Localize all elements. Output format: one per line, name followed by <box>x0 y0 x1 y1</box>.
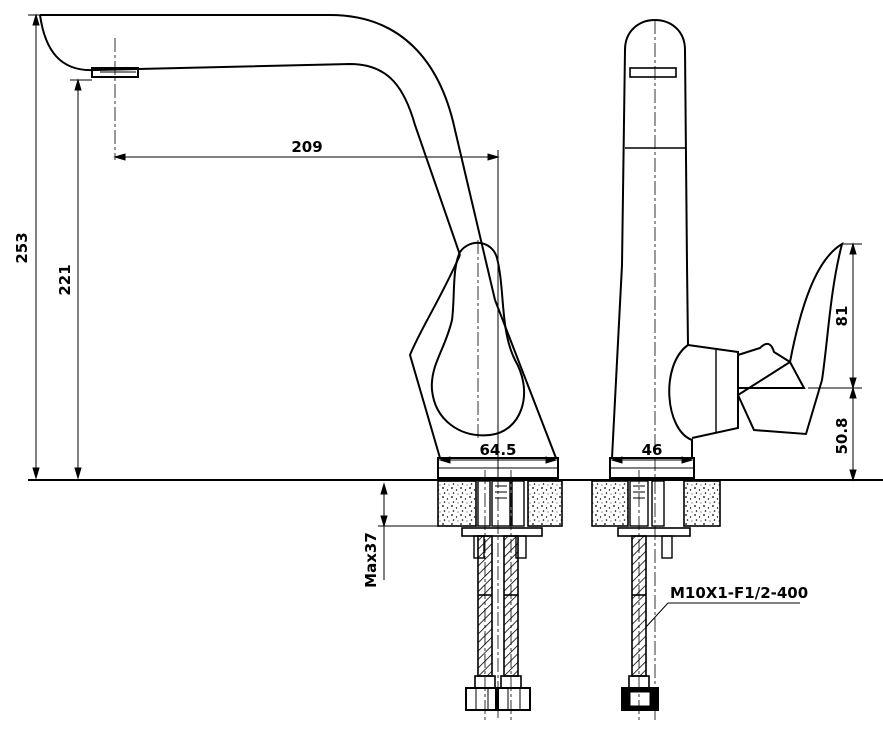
counter-slab-right <box>527 480 563 527</box>
dim-base-width-side: 64.5 <box>479 441 516 459</box>
dim-handle-height: 81 <box>833 306 851 327</box>
body-left-edge <box>408 254 461 459</box>
front-view <box>578 19 883 711</box>
mounting-plate-side <box>461 527 543 537</box>
front-dimensions <box>610 242 862 628</box>
mounting-plate-front <box>617 527 691 537</box>
counter-slab-front-left <box>591 480 629 527</box>
spout-body <box>42 15 556 458</box>
spout-bottom-contour <box>39 14 461 256</box>
spout-top-contour <box>40 14 496 301</box>
dim-handle-base-height: 50.8 <box>833 417 851 454</box>
dim-spout-height: 221 <box>56 264 74 295</box>
dim-spout-reach: 209 <box>291 138 322 156</box>
dim-base-width-front: 46 <box>642 441 663 459</box>
side-dimension-labels: 253 221 209 64.5 Max37 <box>13 138 517 588</box>
hose-spec-label: M10X1-F1/2-400 <box>670 584 808 602</box>
hose-nut-right <box>495 687 531 711</box>
front-dimension-labels: 46 81 50.8 M10X1-F1/2-400 <box>642 306 851 602</box>
side-dimensions <box>28 13 558 580</box>
counter-slab-front-right <box>683 480 721 527</box>
counter-slab-left <box>437 480 477 527</box>
hose-nut-left <box>465 687 499 711</box>
side-view <box>28 14 592 711</box>
handle-housing <box>687 344 739 439</box>
front-center-lines <box>638 20 656 720</box>
dim-max-counter: Max37 <box>362 532 380 588</box>
spout-front <box>621 19 688 266</box>
dim-total-height: 253 <box>13 232 31 263</box>
handle-lever-front <box>736 241 844 436</box>
body-front <box>611 264 689 459</box>
side-center-lines <box>114 38 512 720</box>
